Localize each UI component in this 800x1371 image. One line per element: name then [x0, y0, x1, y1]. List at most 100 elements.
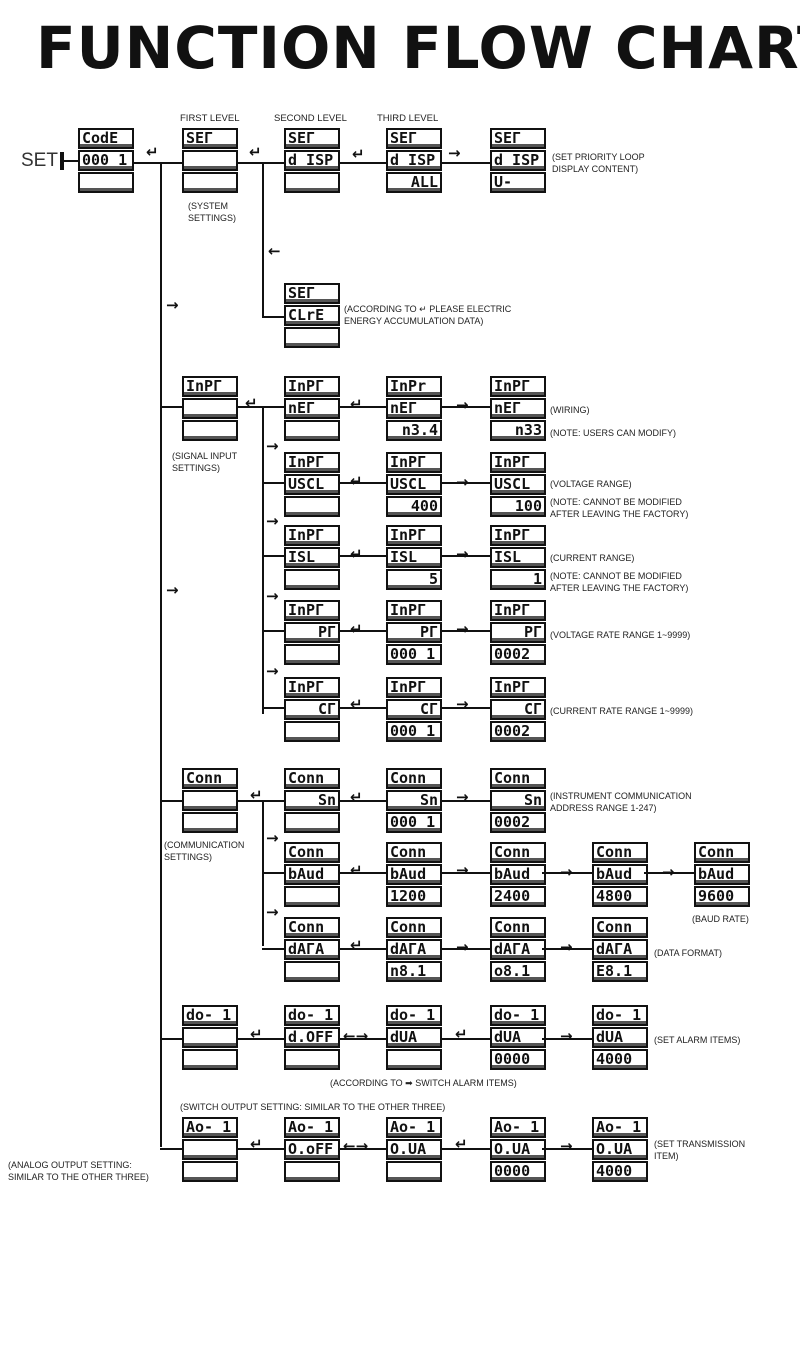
display-line-2: ISL	[386, 547, 442, 568]
enter-arrow-icon: ↵	[350, 620, 363, 638]
note-current-rate: (CURRENT RATE RANGE 1~9999)	[550, 706, 693, 716]
lcd-display-inp1: InPΓ	[182, 376, 238, 442]
display-line-3: 0002	[490, 812, 546, 833]
display-line-2: CLrE	[284, 305, 340, 326]
connector-line	[542, 1148, 592, 1150]
display-line-2	[182, 150, 238, 171]
display-line-1: InPΓ	[490, 600, 546, 621]
lcd-display-ao1: Ao- 1	[182, 1117, 238, 1183]
display-line-3	[284, 496, 340, 517]
right-arrow-icon: →	[266, 903, 279, 921]
right-arrow-icon: →	[266, 437, 279, 455]
lcd-display-sys1: SEΓ	[182, 128, 238, 194]
display-line-2: USCL	[386, 474, 442, 495]
display-line-3	[182, 1049, 238, 1070]
right-arrow-icon: →	[266, 829, 279, 847]
connector-line	[338, 872, 386, 874]
display-line-3: 2400	[490, 886, 546, 907]
display-line-1: SEΓ	[284, 283, 340, 304]
display-line-1: do- 1	[284, 1005, 340, 1026]
enter-arrow-icon: ↵	[146, 143, 159, 161]
bidirectional-arrow-icon: ←→	[343, 1027, 369, 1045]
connector-line	[542, 1038, 592, 1040]
connector-line	[236, 800, 262, 802]
display-line-3: 9600	[694, 886, 750, 907]
display-line-2: dAΓA	[284, 939, 340, 960]
note-users-modify: (NOTE: USERS CAN MODIFY)	[550, 428, 677, 438]
display-line-1: InPΓ	[386, 452, 442, 473]
display-line-1: InPΓ	[386, 525, 442, 546]
note-priority-loop: (SET PRIORITY LOOP DISPLAY CONTENT)	[552, 152, 645, 174]
connector-line	[262, 800, 284, 802]
note-signal-input: (SIGNAL INPUT SETTINGS)	[172, 451, 238, 473]
display-line-1: Ao- 1	[284, 1117, 340, 1138]
display-line-1: InPΓ	[284, 525, 340, 546]
connector-line	[262, 707, 284, 709]
display-line-2: ISL	[284, 547, 340, 568]
display-line-3: 100	[490, 496, 546, 517]
display-line-1: InPΓ	[182, 376, 238, 397]
display-line-2: d ISP	[386, 150, 442, 171]
note-transmission: (SET TRANSMISSION ITEM)	[654, 1139, 746, 1161]
connector-line	[440, 406, 490, 408]
left-arrow-icon: ←	[268, 242, 281, 260]
connector-line	[338, 406, 386, 408]
display-line-2: d ISP	[490, 150, 546, 171]
connector-line	[160, 162, 162, 1147]
enter-arrow-icon: ↵	[350, 545, 363, 563]
display-line-1: InPΓ	[284, 376, 340, 397]
enter-arrow-icon: ↵	[249, 143, 262, 161]
note-data-format: (DATA FORMAT)	[654, 948, 722, 958]
enter-arrow-icon: ↵	[350, 695, 363, 713]
display-line-2: Sn	[284, 790, 340, 811]
display-line-2: nEΓ	[490, 398, 546, 419]
header-third-level: THIRD LEVEL	[377, 113, 439, 124]
display-line-2: dAΓA	[386, 939, 442, 960]
connector-line	[440, 555, 490, 557]
display-line-2: PΓ	[284, 622, 340, 643]
display-line-3	[284, 721, 340, 742]
note-voltage-note: (NOTE: CANNOT BE MODIFIED AFTER LEAVING …	[550, 497, 689, 519]
display-line-3	[182, 420, 238, 441]
display-line-2	[182, 398, 238, 419]
note-switch-alarm: (ACCORDING TO ➡ SWITCH ALARM ITEMS)	[330, 1078, 517, 1088]
display-line-3: n33	[490, 420, 546, 441]
display-line-1: Conn	[592, 842, 648, 863]
display-line-3: 4000	[592, 1161, 648, 1182]
note-voltage-rate: (VOLTAGE RATE RANGE 1~9999)	[550, 630, 691, 640]
display-line-3: o8.1	[490, 961, 546, 982]
display-line-2: PΓ	[386, 622, 442, 643]
display-line-2: PΓ	[490, 622, 546, 643]
display-line-1: InPΓ	[284, 600, 340, 621]
display-line-1: SEΓ	[490, 128, 546, 149]
right-arrow-icon: →	[560, 863, 573, 881]
display-line-3	[386, 1161, 442, 1182]
connector-line	[338, 948, 386, 950]
right-arrow-icon: →	[456, 938, 469, 956]
right-arrow-icon: →	[456, 861, 469, 879]
connector-line	[134, 162, 182, 164]
lcd-display-do1: do- 1	[182, 1005, 238, 1071]
display-line-1: Conn	[386, 917, 442, 938]
connector-line	[236, 162, 284, 164]
display-line-3	[284, 569, 340, 590]
display-line-1: Conn	[490, 917, 546, 938]
right-arrow-icon: →	[560, 938, 573, 956]
right-arrow-icon: →	[456, 473, 469, 491]
connector-line	[160, 800, 182, 802]
display-line-1: SEΓ	[182, 128, 238, 149]
display-line-1: do- 1	[490, 1005, 546, 1026]
